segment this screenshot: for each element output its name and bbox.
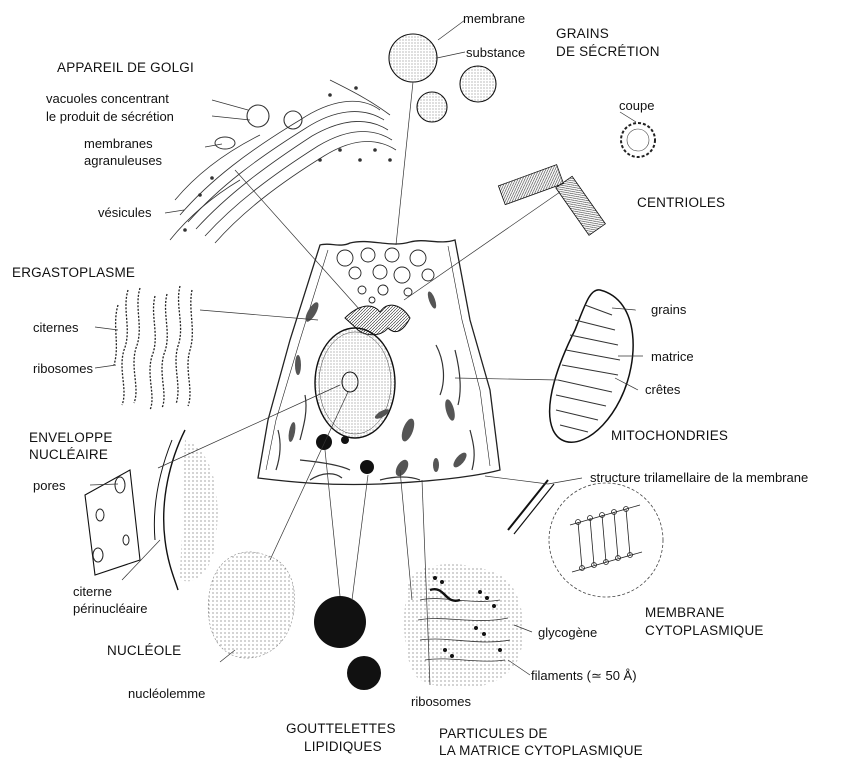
label-cretes: crêtes [645, 382, 680, 398]
label-enveloppe-2: NUCLÉAIRE [29, 447, 108, 463]
label-membrane: membrane [463, 11, 525, 27]
label-nucleolemme: nucléolemme [128, 686, 205, 702]
label-ergastoplasme: ERGASTOPLASME [12, 265, 135, 281]
label-membrane-cyto-1: MEMBRANE [645, 605, 725, 621]
label-vesicules: vésicules [98, 205, 151, 221]
label-structure-trilamellaire: structure trilamellaire de la membrane [590, 470, 808, 486]
label-coupe: coupe [619, 98, 654, 114]
label-mitochondries: MITOCHONDRIES [611, 428, 728, 444]
label-grains-secretion-1: GRAINS [556, 26, 609, 42]
ergastoplasm-drawing [114, 286, 192, 410]
label-grains-mito: grains [651, 302, 686, 318]
label-glycogene: glycogène [538, 625, 597, 641]
label-centrioles: CENTRIOLES [637, 195, 725, 211]
lipid-droplets-drawing [314, 596, 381, 690]
matrix-particles-drawing [404, 564, 523, 688]
label-gouttelettes-1: GOUTTELETTES [286, 721, 396, 737]
label-filaments: filaments (≃ 50 Å) [531, 668, 637, 684]
label-membrane-cyto-2: CYTOPLASMIQUE [645, 623, 764, 639]
label-pores: pores [33, 478, 66, 494]
label-citerne-2: périnucléaire [73, 601, 147, 617]
label-vacuoles-2: le produit de sécrétion [46, 109, 174, 125]
label-golgi: APPAREIL DE GOLGI [57, 60, 194, 76]
label-particules-2: LA MATRICE CYTOPLASMIQUE [439, 743, 643, 759]
label-nucleole: NUCLÉOLE [107, 643, 181, 659]
cytoplasmic-membrane-drawing [508, 480, 663, 597]
nucleolus-drawing [208, 552, 294, 658]
label-citerne-1: citerne [73, 584, 112, 600]
label-grains-secretion-2: DE SÉCRÉTION [556, 44, 660, 60]
label-citernes: citernes [33, 320, 79, 336]
cell [258, 240, 500, 485]
label-vacuoles-1: vacuoles concentrant [46, 91, 169, 107]
label-substance: substance [466, 45, 525, 61]
label-membranes-agranuleuses-2: agranuleuses [84, 153, 162, 169]
label-ribosomes-ergastoplasme: ribosomes [33, 361, 93, 377]
golgi-drawing [170, 80, 396, 243]
label-matrice: matrice [651, 349, 694, 365]
label-membranes-agranuleuses-1: membranes [84, 136, 153, 152]
label-enveloppe-1: ENVELOPPE [29, 430, 113, 446]
label-particules-1: PARTICULES DE [439, 726, 548, 742]
mitochondrion-drawing [550, 290, 634, 442]
label-gouttelettes-2: LIPIDIQUES [304, 739, 382, 755]
label-ribosomes-particules: ribosomes [411, 694, 471, 710]
